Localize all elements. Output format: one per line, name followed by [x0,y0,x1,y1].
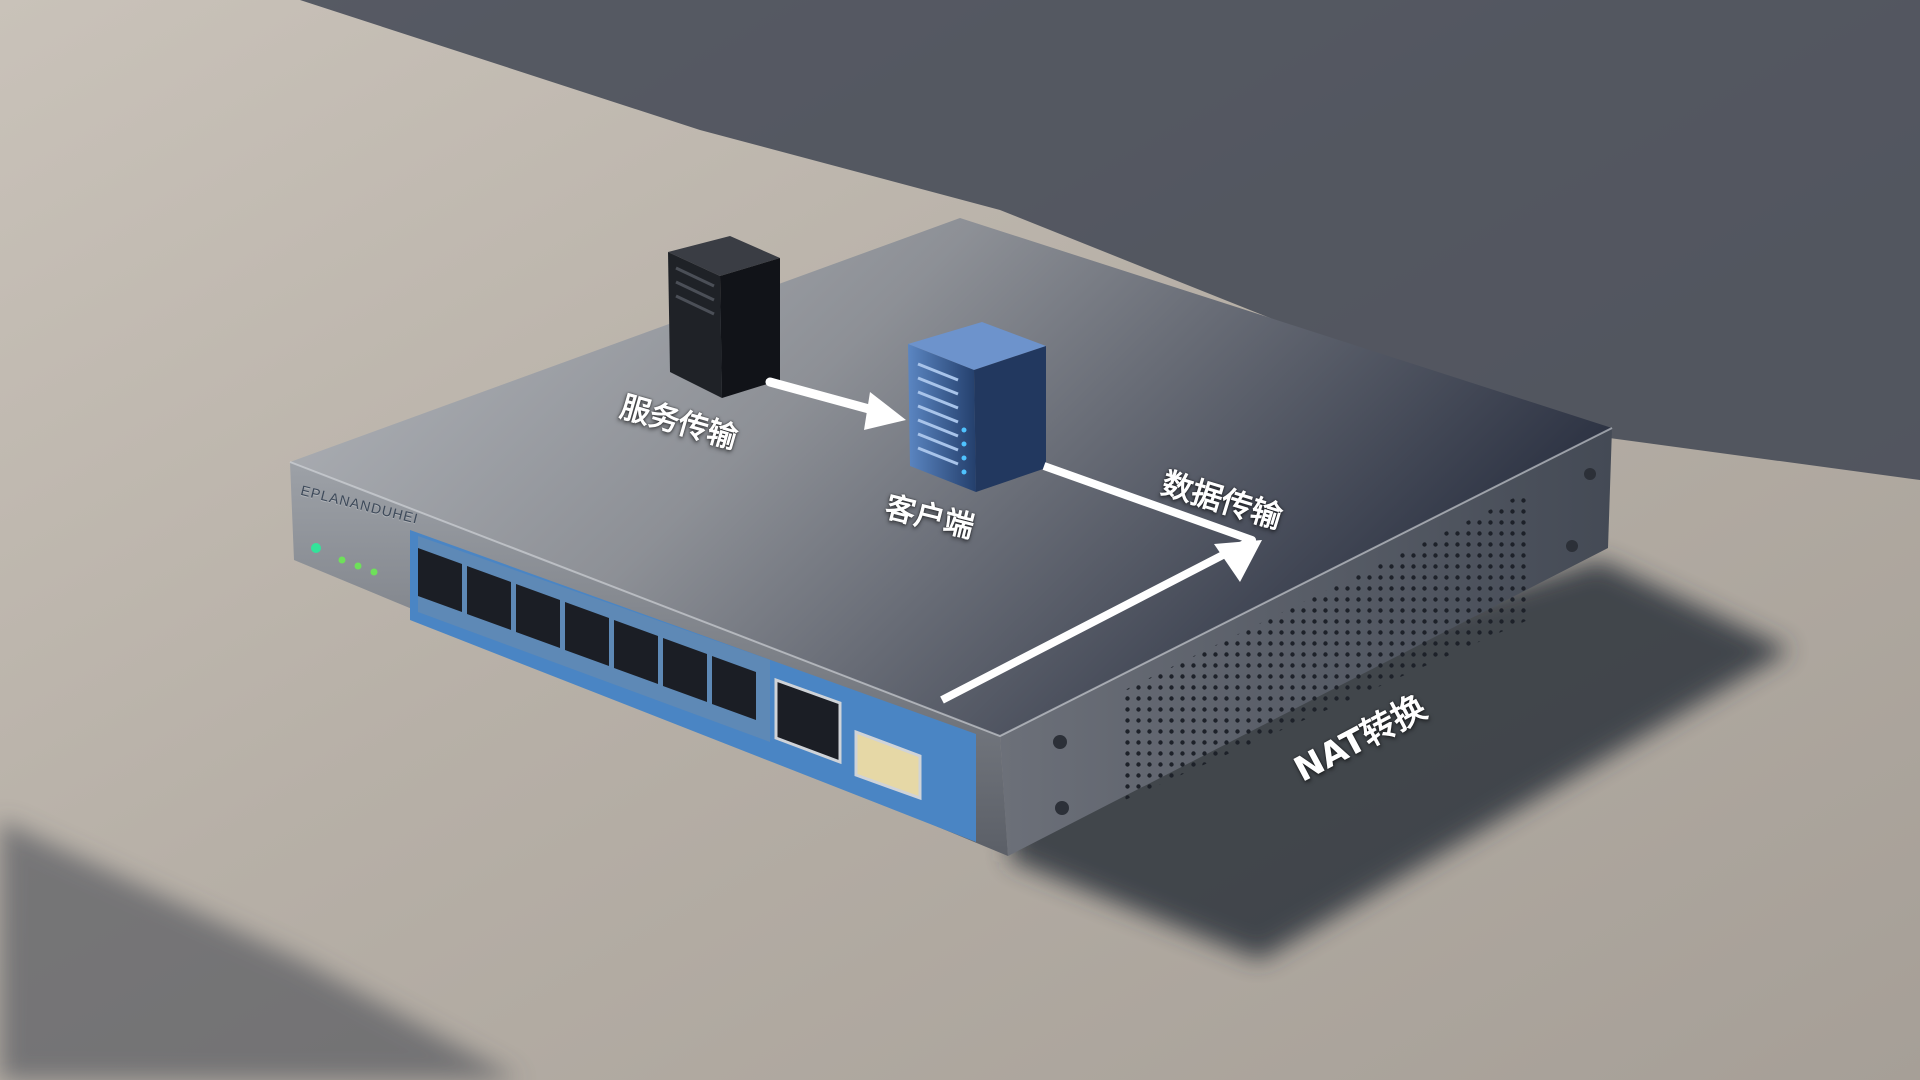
ethernet-ports [418,548,922,801]
screw [1566,540,1578,552]
ethernet-port [663,638,707,702]
service-arrow-line [765,377,885,417]
screw [1055,801,1069,815]
power-led [311,543,321,553]
status-led [354,562,362,570]
ethernet-port [418,548,462,612]
status-led [338,556,346,564]
status-led [370,568,378,576]
service-arrow-head [864,392,906,430]
usb-port [854,729,922,801]
black-server-icon [668,236,780,398]
wan-port [774,677,842,765]
ethernet-port [712,656,756,720]
screw [1584,468,1596,480]
floor-shadow-bottom [0,820,520,1080]
flow-arrows [765,377,1262,704]
floor-shadow-top [0,0,1920,480]
ethernet-port [467,566,511,630]
screw [1053,735,1067,749]
router-edge [289,427,1613,738]
side-vents [1125,490,1530,800]
blue-server-icon [908,322,1046,492]
ethernet-port [614,620,658,684]
data-arrow-head [1214,540,1262,582]
data-arrow-line [940,462,1256,704]
ethernet-port [516,584,560,648]
ethernet-port [565,602,609,666]
router-shadow [1010,560,1790,960]
